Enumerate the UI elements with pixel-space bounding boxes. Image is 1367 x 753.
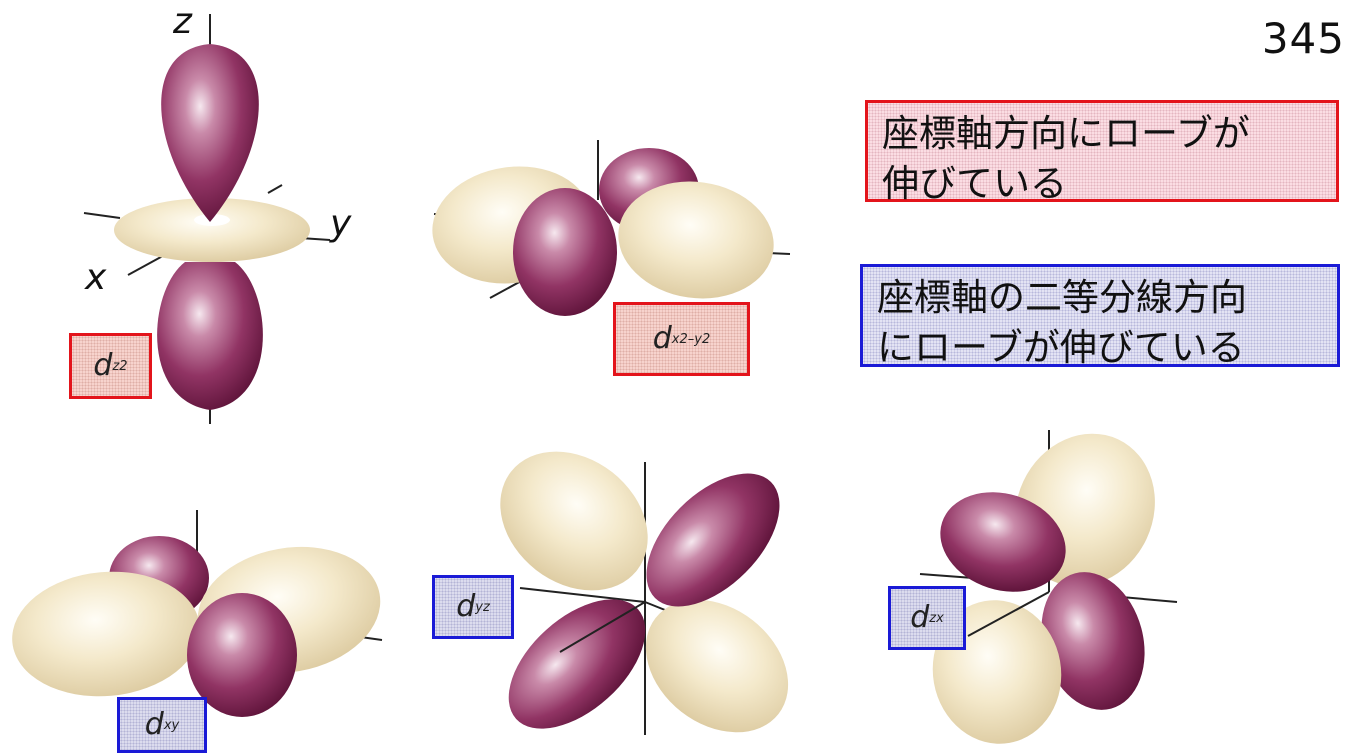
dz2-label-sup: 2 <box>119 360 127 373</box>
page-number: 345 <box>1262 14 1345 63</box>
bisector-lobes-note-line2: にローブが伸びている <box>877 323 1325 373</box>
dxy-label-main: d <box>145 710 164 740</box>
dxy-orbital <box>7 510 390 717</box>
bisector-lobes-note: 座標軸の二等分線方向 にローブが伸びている <box>860 264 1340 367</box>
dyz-label-main: d <box>456 592 475 622</box>
dyz-orbital <box>473 423 814 749</box>
z-axis-letter: z <box>173 4 192 40</box>
x-axis-letter: x <box>85 260 106 296</box>
y-axis-letter: y <box>330 206 351 242</box>
axial-lobes-note: 座標軸方向にローブが 伸びている <box>865 100 1339 202</box>
dxy-label-sub: xy <box>164 719 179 732</box>
bisector-lobes-note-line1: 座標軸の二等分線方向 <box>877 273 1325 323</box>
axial-lobes-note-line2: 伸びている <box>882 159 1324 209</box>
dzx-orbital <box>920 411 1180 749</box>
dx2-y2-orbital <box>425 140 790 316</box>
dx2-y2-label-main: d <box>653 324 672 354</box>
dx2-y2-label-sup2: 2 <box>702 333 710 346</box>
dx2-y2-label-sub1: x <box>672 333 680 346</box>
dzx-label-sub: zx <box>929 612 944 625</box>
axial-lobes-note-line1: 座標軸方向にローブが <box>882 109 1324 159</box>
dx2-y2-label-sub2: y <box>694 333 702 346</box>
dyz-label-sub: yz <box>475 601 490 614</box>
dzx-label-main: d <box>910 603 929 633</box>
dx2-y2-label-sup1: 2 <box>679 333 687 346</box>
dz2-label-main: d <box>93 351 112 381</box>
dz2-label-sub: z <box>112 360 119 373</box>
